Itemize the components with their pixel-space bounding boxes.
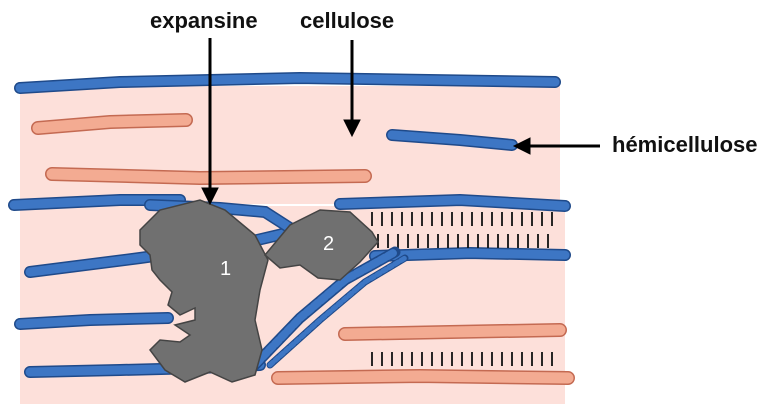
domain-1-number: 1 xyxy=(220,258,231,280)
domain-2-number: 2 xyxy=(323,233,334,255)
hemicellulose-label: hémicellulose xyxy=(612,132,758,157)
cellulose-label: cellulose xyxy=(300,8,394,33)
expansine-label: expansine xyxy=(150,8,258,33)
